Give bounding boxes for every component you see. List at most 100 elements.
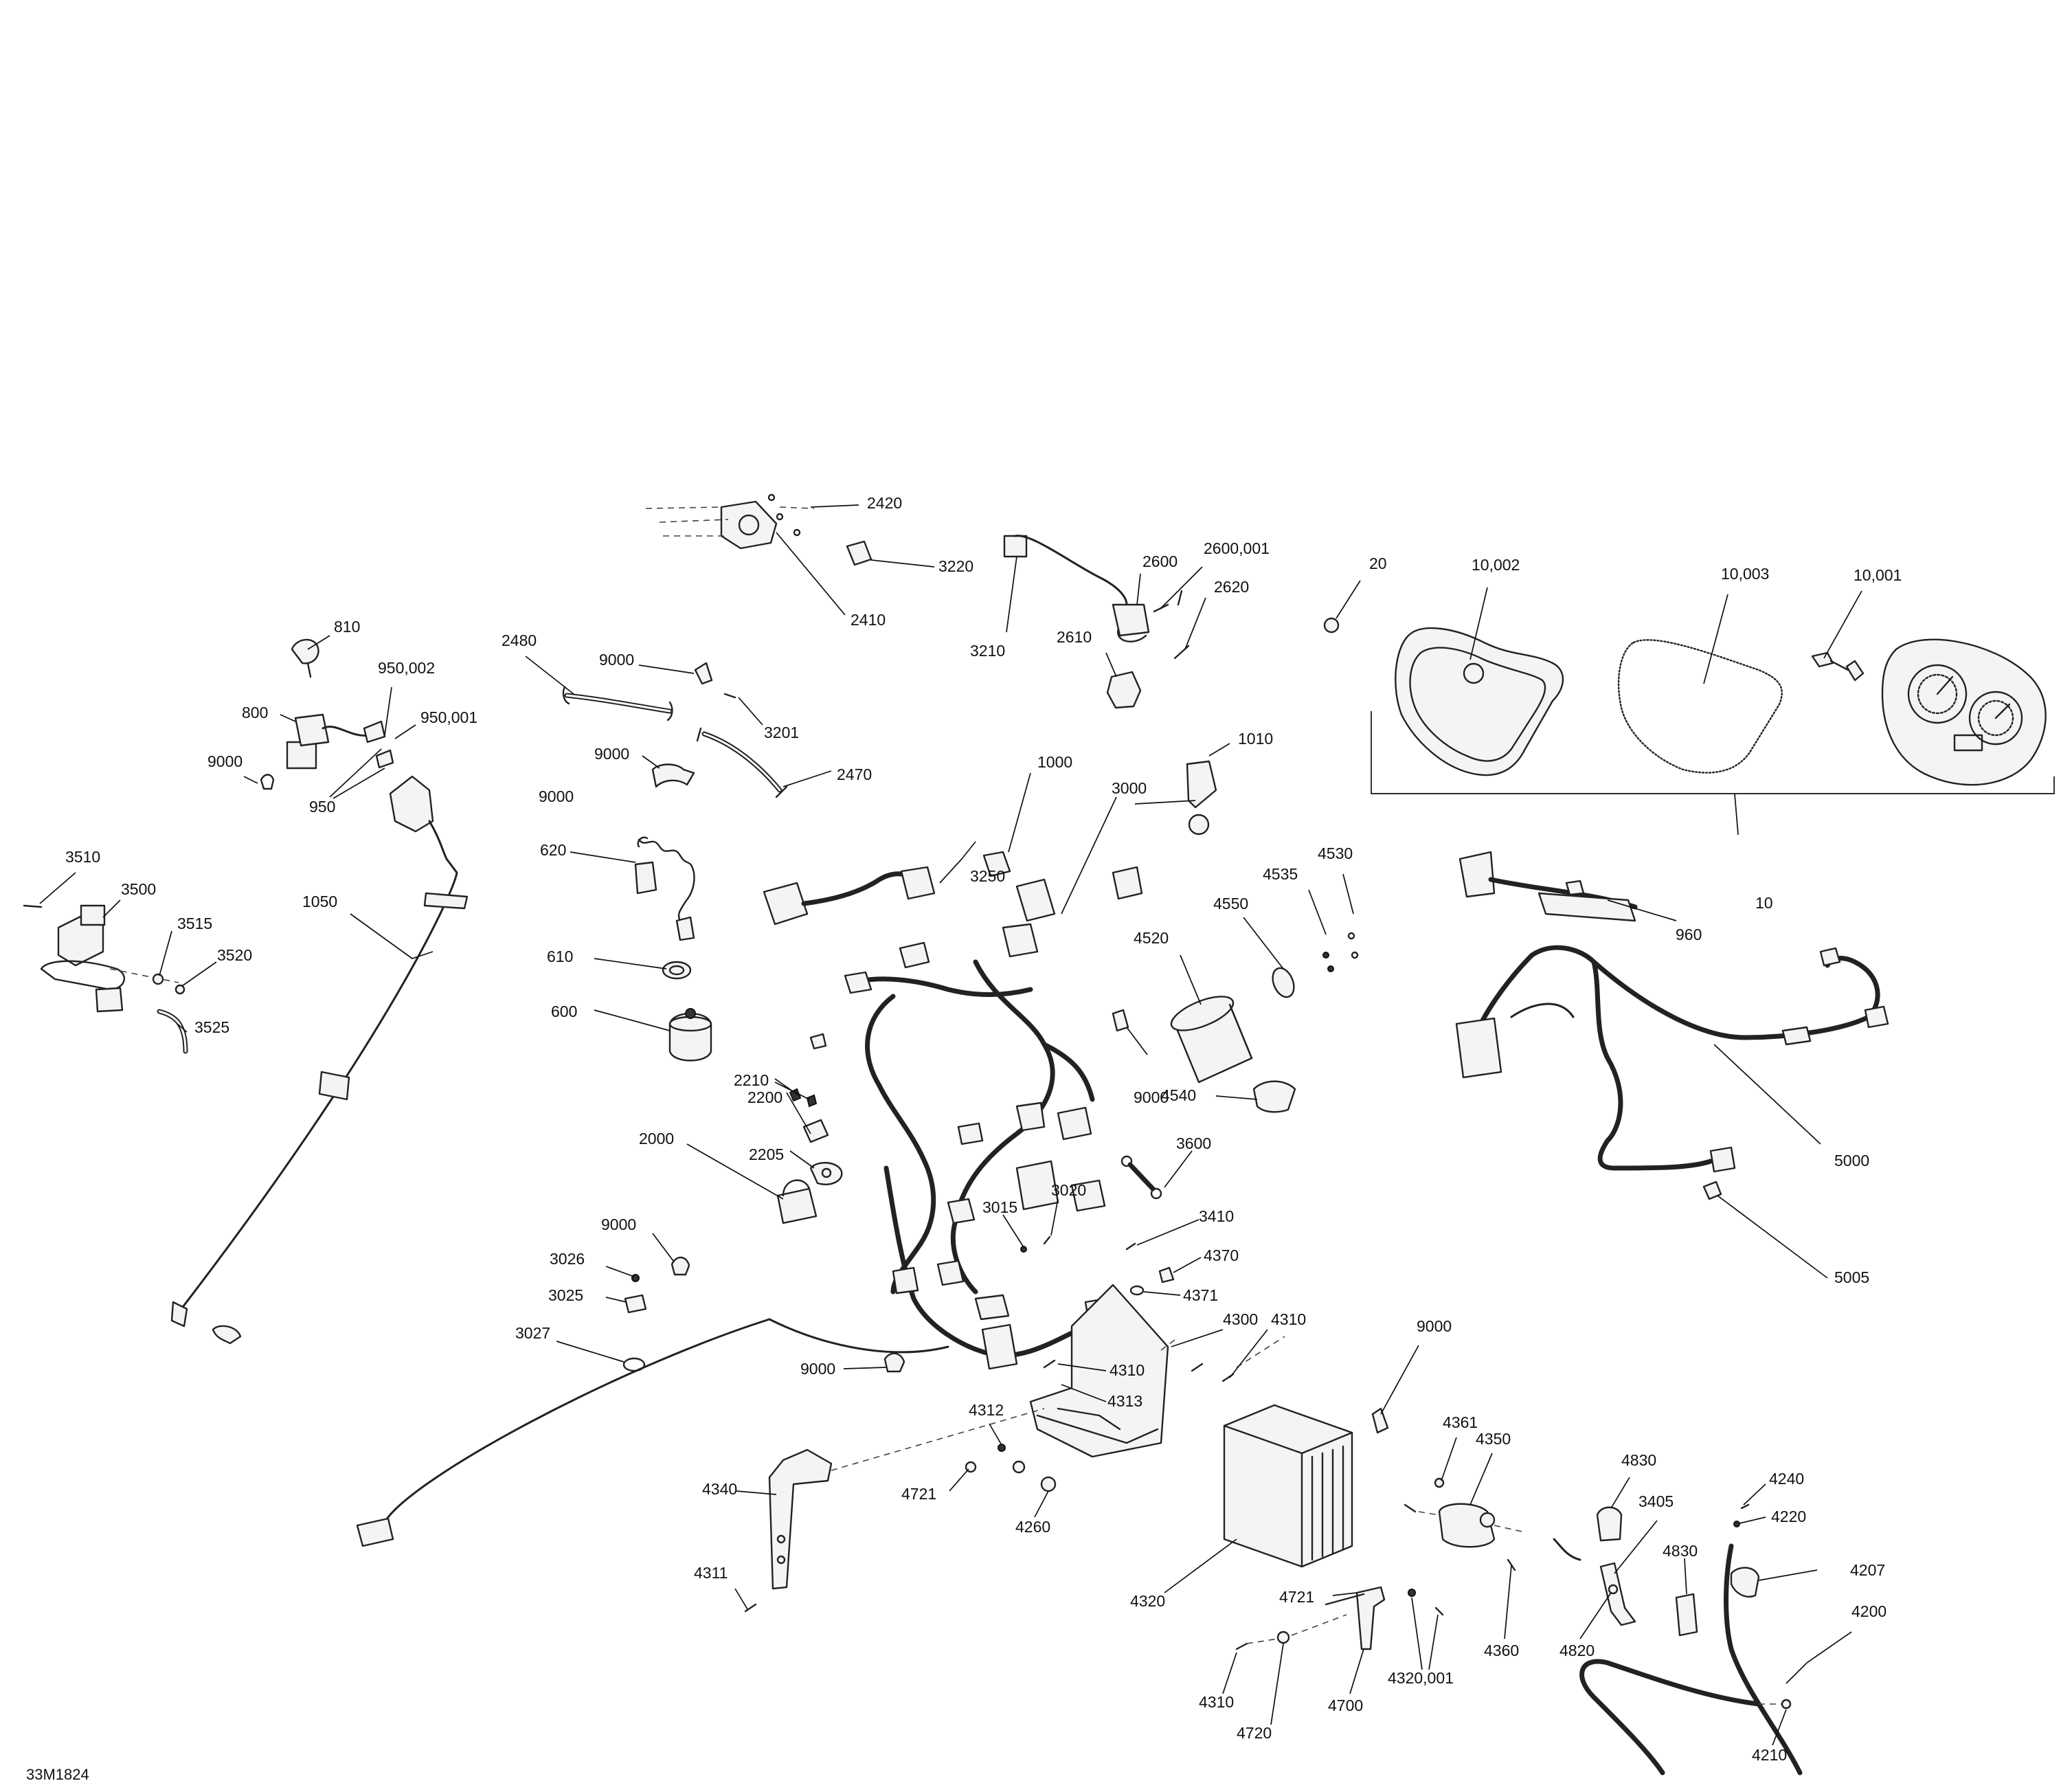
callout-4361: 4361 (1443, 1413, 1478, 1431)
callout-2200: 2200 (747, 1088, 782, 1106)
part-9000-clip-d (883, 1352, 905, 1373)
callout-4520: 4520 (1134, 929, 1169, 947)
callout-20: 20 (1369, 555, 1387, 572)
part-9000-clip-a (694, 662, 736, 699)
part-4300-tray (1029, 1284, 1175, 1458)
callout-3520: 3520 (217, 946, 252, 964)
callout-2410: 2410 (851, 611, 886, 629)
part-3015-fuse (1020, 1235, 1136, 1253)
callout-2600: 2600 (1142, 552, 1178, 570)
callout-620: 620 (540, 841, 566, 859)
part-610-ring (662, 961, 692, 980)
diagram-code: 33M1824 (26, 1766, 89, 1783)
callout-4310-c: 4310 (1199, 1693, 1234, 1711)
part-4700-strap (1325, 1586, 1386, 1650)
part-3250-harness (763, 866, 936, 926)
part-3000-harness (356, 866, 1143, 1547)
callout-2210: 2210 (734, 1071, 769, 1089)
callout-600: 600 (551, 1003, 577, 1020)
callout-1050: 1050 (302, 893, 337, 910)
callout-3515: 3515 (177, 915, 212, 932)
callout-4830-b: 4830 (1663, 1542, 1698, 1560)
part-1050-wire (170, 775, 469, 1345)
callout-3000: 3000 (1112, 779, 1147, 797)
callout-2470: 2470 (837, 765, 872, 783)
part-4207-boot (1730, 1567, 1760, 1598)
leader-lines (39, 504, 1862, 1746)
callout-4360: 4360 (1484, 1642, 1519, 1659)
callout-9000-a: 9000 (207, 752, 243, 770)
callout-3410: 3410 (1199, 1207, 1234, 1225)
part-2470-hose (696, 727, 788, 798)
group-10-bracket (1371, 711, 2055, 794)
callout-9000-f: 9000 (601, 1216, 636, 1233)
callout-4721-b: 4721 (1279, 1588, 1314, 1606)
callout-950-001: 950,001 (420, 708, 477, 726)
callout-9000-d: 9000 (539, 787, 574, 805)
callout-2620: 2620 (1214, 578, 1249, 596)
part-9000-clip-c (671, 1256, 690, 1276)
part-1000-relay (982, 851, 1011, 877)
callout-10002: 10,002 (1472, 556, 1520, 574)
callout-4220: 4220 (1771, 1508, 1806, 1525)
part-5005-clip (1702, 1180, 1722, 1200)
part-2600-harness (1003, 535, 1190, 660)
part-800-switch (260, 638, 394, 790)
callout-4550: 4550 (1213, 895, 1248, 912)
callout-9000-h: 9000 (800, 1360, 835, 1378)
callout-950: 950 (309, 798, 335, 816)
part-4320001-nut (1408, 1589, 1444, 1616)
callout-610: 610 (547, 948, 573, 965)
part-20-nut (1323, 617, 1340, 634)
callout-3600: 3600 (1176, 1134, 1211, 1152)
callout-950-002: 950,002 (378, 659, 435, 677)
callout-10003: 10,003 (1721, 565, 1769, 583)
part-600-switch (668, 1008, 712, 1062)
callout-4371: 4371 (1183, 1286, 1218, 1304)
callout-4820: 4820 (1559, 1642, 1595, 1659)
callout-2000: 2000 (639, 1130, 674, 1147)
callout-4320: 4320 (1130, 1592, 1165, 1610)
callout-3015: 3015 (982, 1198, 1017, 1216)
callout-3026: 3026 (550, 1250, 585, 1268)
part-4720-washer (1235, 1614, 1347, 1650)
callout-4320-001: 4320,001 (1388, 1669, 1454, 1687)
part-4240-bolt (1733, 1503, 1750, 1527)
callout-3210: 3210 (970, 642, 1005, 660)
callout-4540: 4540 (1161, 1086, 1196, 1104)
part-3220-connector (846, 540, 872, 566)
part-4540-boot (1252, 1080, 1296, 1113)
callout-3525: 3525 (194, 1018, 229, 1036)
callout-labels: 2420 3220 2410 2600 2600,001 2620 3210 2… (65, 494, 1902, 1764)
callout-4200: 4200 (1851, 1602, 1887, 1620)
callout-10001: 10,001 (1854, 566, 1902, 584)
part-9000-saddle (651, 763, 695, 788)
callout-10: 10 (1755, 894, 1773, 912)
part-10003-lens (1617, 639, 1783, 774)
callout-3405: 3405 (1638, 1492, 1674, 1510)
callout-4370: 4370 (1204, 1246, 1239, 1264)
callout-9000-g: 9000 (1417, 1317, 1452, 1335)
part-3600-strap (1120, 1155, 1162, 1200)
callout-2600-001: 2600,001 (1204, 539, 1270, 557)
callout-4240: 4240 (1769, 1470, 1804, 1488)
part-2200-sensor (789, 1088, 843, 1185)
callout-800: 800 (242, 704, 268, 721)
part-4520-canister (1170, 996, 1253, 1084)
callout-2480: 2480 (502, 631, 537, 649)
callout-4210: 4210 (1752, 1746, 1787, 1764)
part-4370-bracket (1129, 1266, 1175, 1296)
part-4550-flange (1272, 932, 1359, 998)
callout-2420: 2420 (867, 494, 902, 512)
part-10-cluster (1881, 638, 2047, 786)
part-2480-hose (562, 686, 673, 721)
callout-4310-b: 4310 (1110, 1361, 1145, 1379)
callout-4700: 4700 (1328, 1696, 1363, 1714)
part-2000-connector (776, 1179, 818, 1224)
callout-4207: 4207 (1850, 1561, 1885, 1579)
callout-3220: 3220 (938, 557, 973, 575)
callout-5000: 5000 (1834, 1152, 1869, 1169)
part-4200-cable (1579, 1543, 1803, 1776)
callout-3250: 3250 (970, 867, 1005, 885)
callout-810: 810 (334, 618, 360, 636)
